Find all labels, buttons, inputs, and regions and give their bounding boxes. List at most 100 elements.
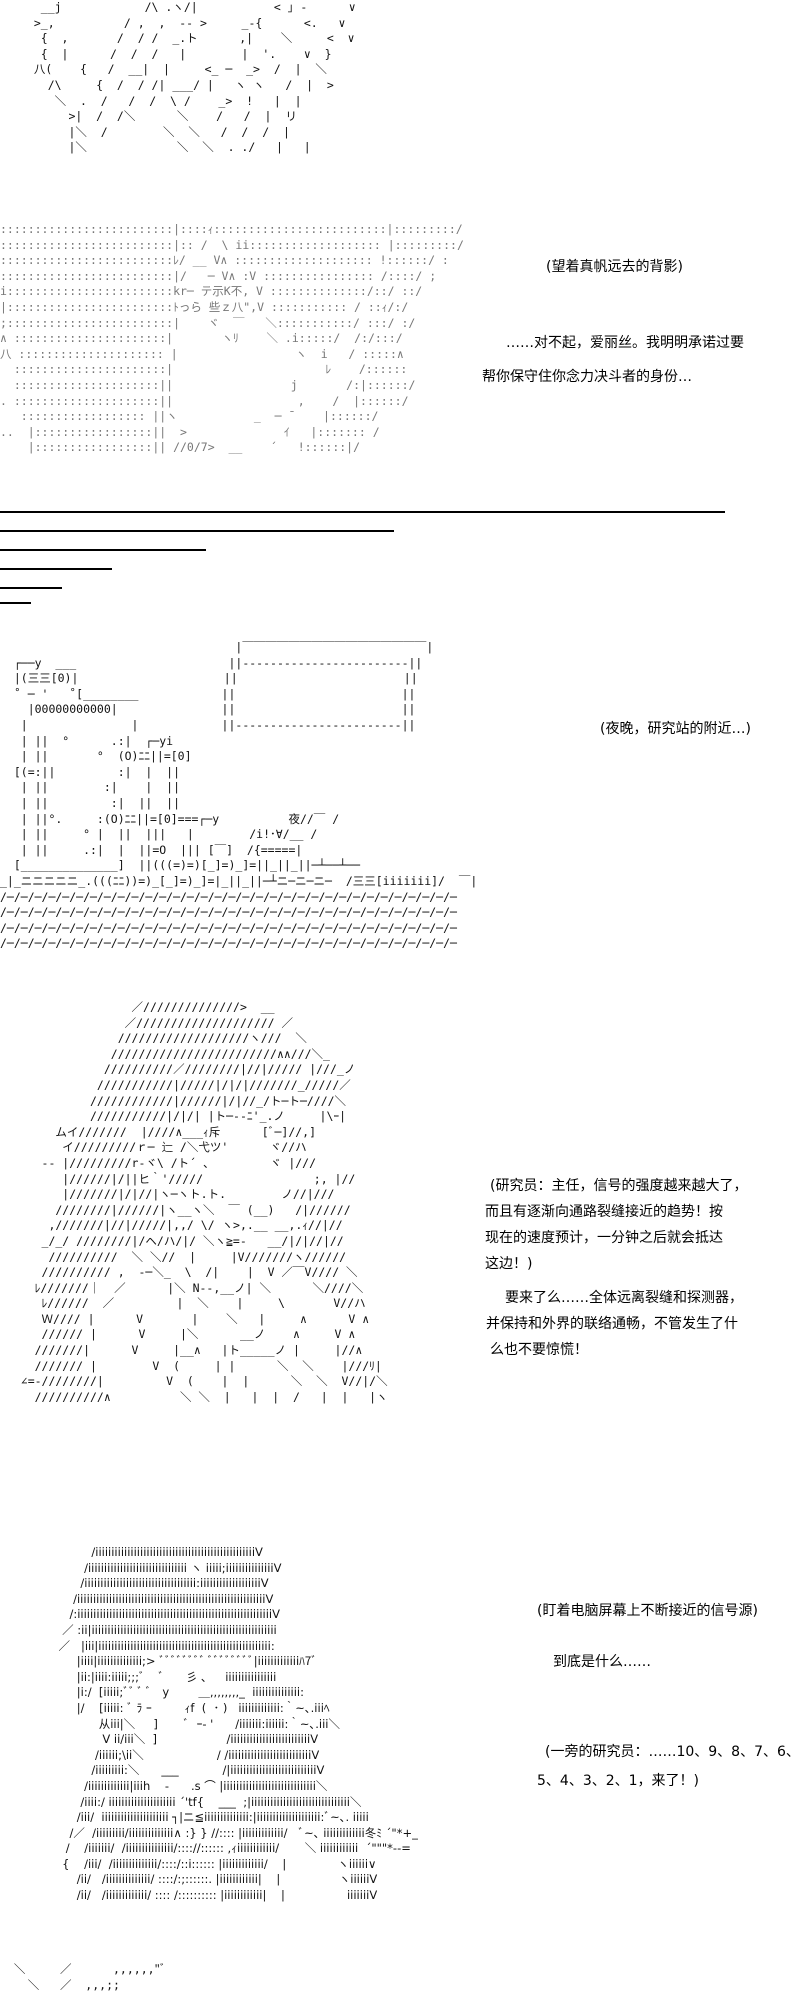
ascii-art-line: ////////// ＼ ＼// | |V///////ヽ////// xyxy=(0,1249,347,1264)
ascii-art-line: /ii/ /iiiiiiiiiiiiii/ ::::/:;::::::. |ii… xyxy=(0,1872,378,1887)
researcher-dialog-line: 这边！) xyxy=(485,1253,533,1273)
ascii-art-line: | || ° (O)ﾆﾆ||=[0] xyxy=(0,749,192,764)
ascii-art-line: |￣￣￣￣￣￣￣￣￣￣￣￣￣￣￣￣| xyxy=(0,640,434,654)
ascii-art-line: | || :| | || xyxy=(0,780,181,795)
ascii-art-line: ///////////|/|/| |ト─--ﾆ'_.ノ |\ｰ| xyxy=(0,1109,347,1124)
ascii-art-line: /iiiiiiiiiiiiiiiiiiiiiiiiiiiiiii ヽ iiiii… xyxy=(0,1560,282,1575)
ascii-art-panel-4: ／//////////////> __ ／///////////////////… xyxy=(0,1000,388,1405)
ascii-art-line: | || :| || || xyxy=(0,795,181,810)
ascii-art-line: |00000000000| || || xyxy=(0,702,416,717)
ascii-art-line: Ｗ//// | V | ＼ | ∧ V ∧ xyxy=(0,1311,370,1326)
researcher-dialog-line: 现在的速度预计，一分钟之后就会抵达 xyxy=(485,1227,723,1247)
ascii-art-line: >| / /＼ ＼ / / | リ xyxy=(20,109,297,124)
ascii-art-line: . :::::::::::::::::::::|| , / |::::::/ xyxy=(0,393,409,408)
researcher-dialog-line: 而且有逐渐向通路裂缝接近的趋势！按 xyxy=(485,1201,723,1221)
ascii-art-line: 从iii|＼ ] ﾞ ｰ- ' /iiiiiii:iiiiii:｀~､.iii＼ xyxy=(0,1716,341,1731)
ascii-art-line: _|_ニニニニニ_.(((ﾆﾆ))=)_[_]=)_]=|_||_||─┴ニ─ニ… xyxy=(0,873,478,888)
ascii-art-line: | ||°. :(O)ﾆﾆ||=[0]===┌─y 夜//￣ / xyxy=(0,811,340,826)
narration-panel-5: (盯着电脑屏幕上不断接近的信号源) xyxy=(537,1600,758,1620)
ascii-art-line: ////////////|//////|/|//_/ト─ト─////＼ xyxy=(0,1093,347,1108)
ascii-art-line: ﾚ///////｜ ／ |＼ N--,__ノ| ＼ ＼////＼ xyxy=(0,1280,364,1295)
ascii-art-line: イ/////////ｒ─ 辷 /＼弋ツ' ヾ//ハ xyxy=(0,1140,307,1155)
ascii-art-line: ／//////////////////// ／ xyxy=(0,1015,294,1030)
ascii-art-line: |/ [iiiii: ﾞ ﾗ ｰ ｨf ( ･ ) iiiiiiiiiiiii:… xyxy=(0,1700,330,1715)
countdown-line: 5、4、3、2、1，来了！) xyxy=(537,1770,699,1790)
ascii-art-line: |ii:|iiii:iiiii;;;ﾞ ﾞ 彡 ､ iiiiiiiiiiiiii… xyxy=(0,1669,277,1684)
ascii-art-line: /ii/ /iiiiiiiiiiiii/ :::: /:::::::::: |i… xyxy=(0,1888,378,1903)
ascii-art-line: /iiiiiiiiiiiiiiiiiiiiiiiiiiiiiiiiiiiiiii… xyxy=(0,1591,274,1606)
ascii-art-line: //////////∧ ＼ ＼ | | | / | | |ヽ xyxy=(0,1389,388,1404)
ascii-art-line: /─/─/─/─/─/─/─/─/─/─/─/─/─/─/─/─/─/─/─/─… xyxy=(0,905,457,920)
ascii-art-line: _/_/ ////////|/ヘ/ハ/|/ ＼ヽ≧=- __/|/|//|// xyxy=(0,1233,344,1248)
ascii-art-line: { , / / / _.ト ,| ＼ < ∨ xyxy=(20,31,355,46)
ascii-art-line: /／ /iiiiiiiii/iiiiiiiiiiiiii∧ :} } //:::… xyxy=(0,1825,418,1840)
ascii-art-line: ,///////|//|/////|,,/ \/ ヽ>,.__ __,.ｨ//|… xyxy=(0,1218,343,1233)
reply-line: 么也不要惊慌！ xyxy=(490,1339,588,1359)
ascii-art-line: /iiii:/ iiiiiiiiiiiiiiiiiiiii ´'tf{ ___ … xyxy=(0,1794,362,1809)
ascii-art-line: :::::::::::::::::::::::::|::::ｨ:::::::::… xyxy=(0,222,463,236)
ascii-art-line: ///////////////////ヽ/// ＼ xyxy=(0,1031,307,1046)
ascii-art-line: ┌──y ___ ||------------------------|| xyxy=(0,655,423,670)
ascii-art-panel-2: :::::::::::::::::::::::::|::::ｨ:::::::::… xyxy=(0,222,464,456)
ascii-art-line: |:::::::::::::::::|| //0/7> __ ´ !::::::… xyxy=(0,440,361,455)
ascii-art-line: >_, / , , -- > _-{ <. ∨ xyxy=(20,15,346,30)
researcher-dialog-line: (研究员：主任，信号的强度越来越大了， xyxy=(490,1175,748,1195)
countdown-line: (一旁的研究员：……10、9、8、7、6、 xyxy=(545,1741,800,1761)
ascii-art-line: ////////|//////|ヽ__ヽ＼ ￣ (__) /|////// xyxy=(0,1202,351,1217)
ascii-art-line: /iiiiiiiiiiiiiiiiiiiiiiiiiiiiiiiiiii:iii… xyxy=(0,1576,269,1591)
ascii-art-line: ///////////|/////|/|/|///////_/////／ xyxy=(0,1077,351,1092)
ascii-art-line: :::::::::::::::::: ||ヽ _ ─ ˉ |::::::/ xyxy=(0,409,379,424)
ascii-art-line: / /iiiiiii/ /iiiiiiiiiiiiiii/:::://:::::… xyxy=(0,1841,411,1856)
divider-rule xyxy=(0,549,206,551)
ascii-art-line: /─/─/─/─/─/─/─/─/─/─/─/─/─/─/─/─/─/─/─/─… xyxy=(0,936,457,951)
ascii-art-line: [(=:|| :| | || xyxy=(0,764,181,779)
ascii-art-line: /iiiiiiiiiiiii|iiih ‐ .s ⌒ |iiiiiiiiiiii… xyxy=(0,1778,328,1793)
ascii-art-line: ;::::::::::::::::::::::::| ヾ ￣ ＼::::::::… xyxy=(0,315,416,330)
ascii-art-line: /////// | V ( | | ＼ ＼ |///ﾘ| xyxy=(0,1358,382,1373)
ascii-art-line: ::::::::::::::::::::::| ﾚ /:::::: xyxy=(0,362,422,377)
ascii-art-line: ＼ . / / / \ / _> ! | | xyxy=(20,93,302,108)
ascii-art-line: :::::::::::::::::::::::::|:: / \ ii:::::… xyxy=(0,237,464,252)
ascii-art-line: { /iii/ /iiiiiiiiiiiiii/::::/::i:::::: |… xyxy=(0,1856,377,1871)
dialog-line: ……对不起，爱丽丝。我明明承诺过要 xyxy=(506,332,744,352)
ascii-art-line: V ii/iii＼ ] /iiiiiiiiiiiiiiiiiiiiiiiiiV xyxy=(0,1732,319,1747)
ascii-art-line: ＼ ／ ,,,,,,"ﾞ xyxy=(0,1962,166,1976)
ascii-art-line: ／ :ii|iiiiiiiiiiiiiiiiiiiiiiiiiiiiiiiiii… xyxy=(0,1622,277,1637)
ascii-art-line: |iiii|iiiiiiiiiiiiii;> ﾞﾞﾞﾞﾞﾞﾞﾞ ﾞﾞﾞﾞﾞﾞﾞﾞ… xyxy=(0,1654,318,1669)
ascii-art-line: /iiiiii;\ii＼ / /iiiiiiiiiiiiiiiiiiiiiiii… xyxy=(0,1747,320,1762)
ascii-art-line: __j /\ .ヽ/| < ｣ - ∨ xyxy=(20,0,356,14)
ascii-art-line: ／ |iii|iiiiiiiiiiiiiiiiiiiiiiiiiiiiiiiii… xyxy=(0,1638,275,1653)
ascii-art-line: | | ||------------------------|| xyxy=(0,717,416,732)
narration-panel-2: (望着真帆远去的背影) xyxy=(546,256,683,276)
ascii-art-footer: ＼ ／ ,,,,,,"ﾞ ＼ ／ ,,,;; xyxy=(0,1962,166,1993)
ascii-art-line: ///////| V |__∧ |ト_____ノ | |//∧ xyxy=(0,1343,363,1358)
ascii-art-line: ／//////////////> __ xyxy=(0,1000,275,1014)
narration-panel-3: (夜晚，研究站的附近…) xyxy=(600,718,751,738)
ascii-art-line: ∧ ::::::::::::::::::::::| ヽﾘ ＼ .i:::::/ … xyxy=(0,331,403,346)
ascii-art-line: ＼ ／ ,,,;; xyxy=(0,1977,120,1992)
dialog-line: 帮你保守住你念力决斗者的身份… xyxy=(482,366,692,386)
ascii-art-line: /─/─/─/─/─/─/─/─/─/─/─/─/─/─/─/─/─/─/─/─… xyxy=(0,889,457,904)
ascii-art-panel-5: /iiiiiiiiiiiiiiiiiiiiiiiiiiiiiiiiiiiiiii… xyxy=(0,1545,418,1904)
divider-rule xyxy=(0,587,62,589)
ascii-art-line: |::::::::::::::::::::::::ﾄっら 些ｚ八",V ::::… xyxy=(0,299,409,314)
ascii-art-line: | || ° | || ||| | /i!･∀/__ / xyxy=(0,827,318,842)
divider-rule xyxy=(0,511,725,513)
ascii-art-line: ﾚ////// ／ | ＼ | \ V//ハ xyxy=(0,1296,366,1311)
ascii-art-line: .. |:::::::::::::::::|| > ｲ |::::::: / xyxy=(0,424,380,439)
divider-rule xyxy=(0,568,112,570)
ascii-art-line: :::::::::::::::::::::::::ﾚ/ __ V∧ ::::::… xyxy=(0,253,449,268)
ascii-art-line: /iiiiiiiii:＼ ___ /|iiiiiiiiiiiiiiiiiiiii… xyxy=(0,1763,325,1778)
ascii-art-line: ////////////////////////∧∧///＼_ xyxy=(0,1046,330,1061)
ascii-art-line: | || .:| | ||=O ||| [￣] /{=====| xyxy=(0,842,303,857)
divider-rule xyxy=(0,602,31,604)
ascii-art-line: |i:/ [iiiii;ﾞﾞ ﾞ ﾞ y ＿,,,,,,,,_ iiiiiiii… xyxy=(0,1685,305,1700)
ascii-art-line: | || ° .:| ┌─yi xyxy=(0,733,174,748)
ascii-art-line: //////////／////////|//|///// |///_ノ xyxy=(0,1062,356,1077)
ascii-art-line: 八 ::::::::::::::::::::: | ヽ i / :::::∧ xyxy=(0,346,404,361)
ascii-art-line: i::::::::::::::::::::::::kr─ テ示K不, V :::… xyxy=(0,284,423,299)
ascii-art-panel-3: |￣￣￣￣￣￣￣￣￣￣￣￣￣￣￣￣| ┌──y ___ ||----------… xyxy=(0,640,477,952)
reply-line: 并保持和外界的联络通畅，不管发生了什 xyxy=(486,1313,738,1333)
ascii-art-line: /:iiiiiiiiiiiiiiiiiiiiiiiiiiiiiiiiiiiiii… xyxy=(0,1607,280,1622)
ascii-art-line: 八( { / __| | <_ ─ _> / | ＼ xyxy=(20,62,327,77)
